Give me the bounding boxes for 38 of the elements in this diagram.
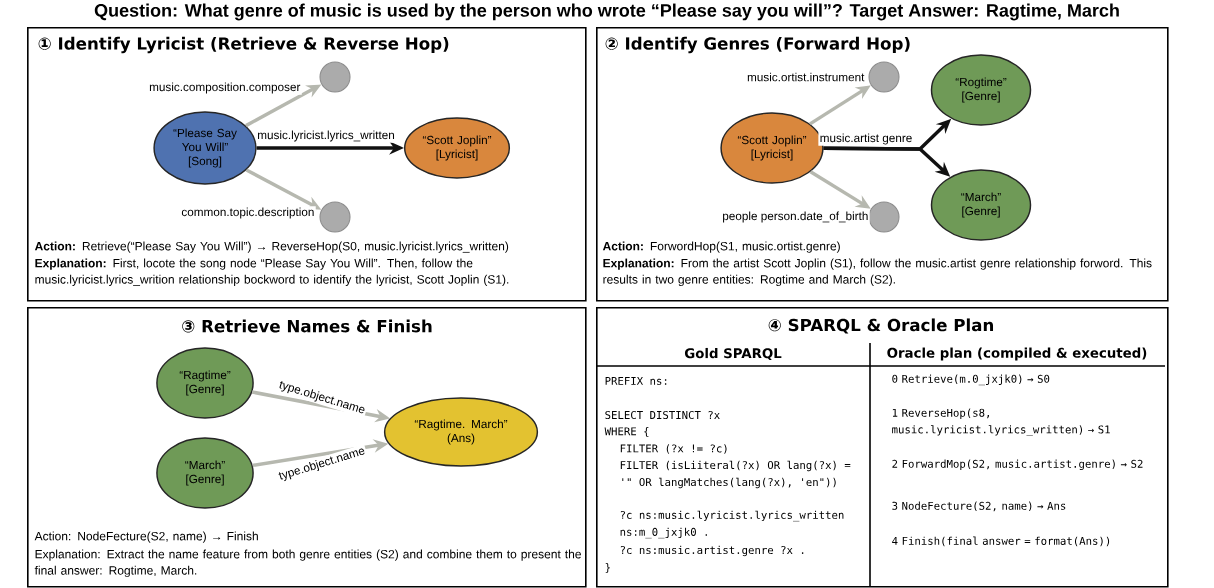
edge-label: people person.date_of_birth (720, 210, 870, 224)
code-line: ?c ns:music.artist.genre ?x . (620, 545, 804, 557)
code-line: ns:m_0_jxjk0 . (620, 527, 707, 539)
code-line: WHERE { (604, 427, 649, 437)
column-header: Gold SPARQL (684, 347, 782, 361)
edge-label: music.artist genre (818, 132, 914, 146)
title: Question: What genre of music is used by the person who wrote “Please say you will”? Target Answer: Ragtime, March (94, 3, 1119, 21)
description: Action: NodeFecture(S2, name) → Finish (34, 531, 258, 543)
entity-circle (868, 61, 900, 93)
panel-heading: ③ Retrieve Names & Finish (182, 319, 432, 333)
description: Explanation: First, locote the song node “Please Say You Will”. Then, follow the music.lyricist.lyrics_writion relationship bockword to identify the lyricist, Scott Joplin (S1). (35, 258, 509, 287)
plan-step: 4 Finish(final answer = format(Ans)) (892, 536, 1110, 547)
code-line: FILTER (?x != ?c) (620, 444, 727, 454)
description: Action: ForwordHop(S1, music.ortist.genre) (602, 241, 840, 253)
column-header: Oracle plan (compiled & executed) (887, 347, 1147, 361)
plan-step: 3 NodeFecture(S2, name) → Ans (892, 501, 1066, 512)
plan-step: 0 Retrieve(m.0_jxjk0) → S0 (892, 374, 1050, 386)
code-line: FILTER (isLiiteral(?x) OR lang(?x) = (620, 460, 851, 472)
code-line: } (605, 563, 610, 573)
panel-heading: ④ SPARQL & Oracle Plan (768, 318, 993, 334)
description: Explanation: Extract the name feature from both genre entities (S2) and combine them to present the final answer: Rogtime, March. (34, 549, 581, 578)
edge-label: music.composition.composer (147, 81, 302, 95)
panel-heading: ② Identify Genres (Forward Hop) (605, 36, 910, 54)
code-line: PREFIX ns: (605, 377, 667, 385)
edge-label: music.lyricist.lyrics_written (255, 129, 397, 143)
plan-step: 1 ReverseHop(s8, music.lyricist.lyrics_written) → S1 (892, 408, 1110, 436)
edge-label: music.ortist.instrument (745, 71, 866, 83)
code-line: ?c ns:music.lyricist.lyrics_written (620, 510, 844, 522)
entity-circle (868, 201, 900, 233)
description: Explanation: From the artist Scott Joplin (S1), follow the music.artist genre relationship forword. This results in two genre entities: Rogtime and March (S2). (603, 258, 1152, 287)
code-line: SELECT DISTINCT ?x (605, 410, 720, 419)
description: Action: Retrieve(“Please Say You Will”) → ReverseHop(S0, music.lyricist.lyrics_written) (34, 241, 509, 253)
edge-label: common.topic.description (180, 206, 316, 220)
code-line: '" OR langMatches(lang(?x), 'en")) (622, 477, 836, 489)
panel-heading: ① Identify Lyricist (Retrieve & Reverse Hop) (38, 36, 449, 54)
plan-step: 2 ForwardMop(S2, music.artist.genre) → S2 (892, 459, 1143, 470)
entity-circle (319, 201, 351, 233)
entity-circle (319, 61, 351, 93)
